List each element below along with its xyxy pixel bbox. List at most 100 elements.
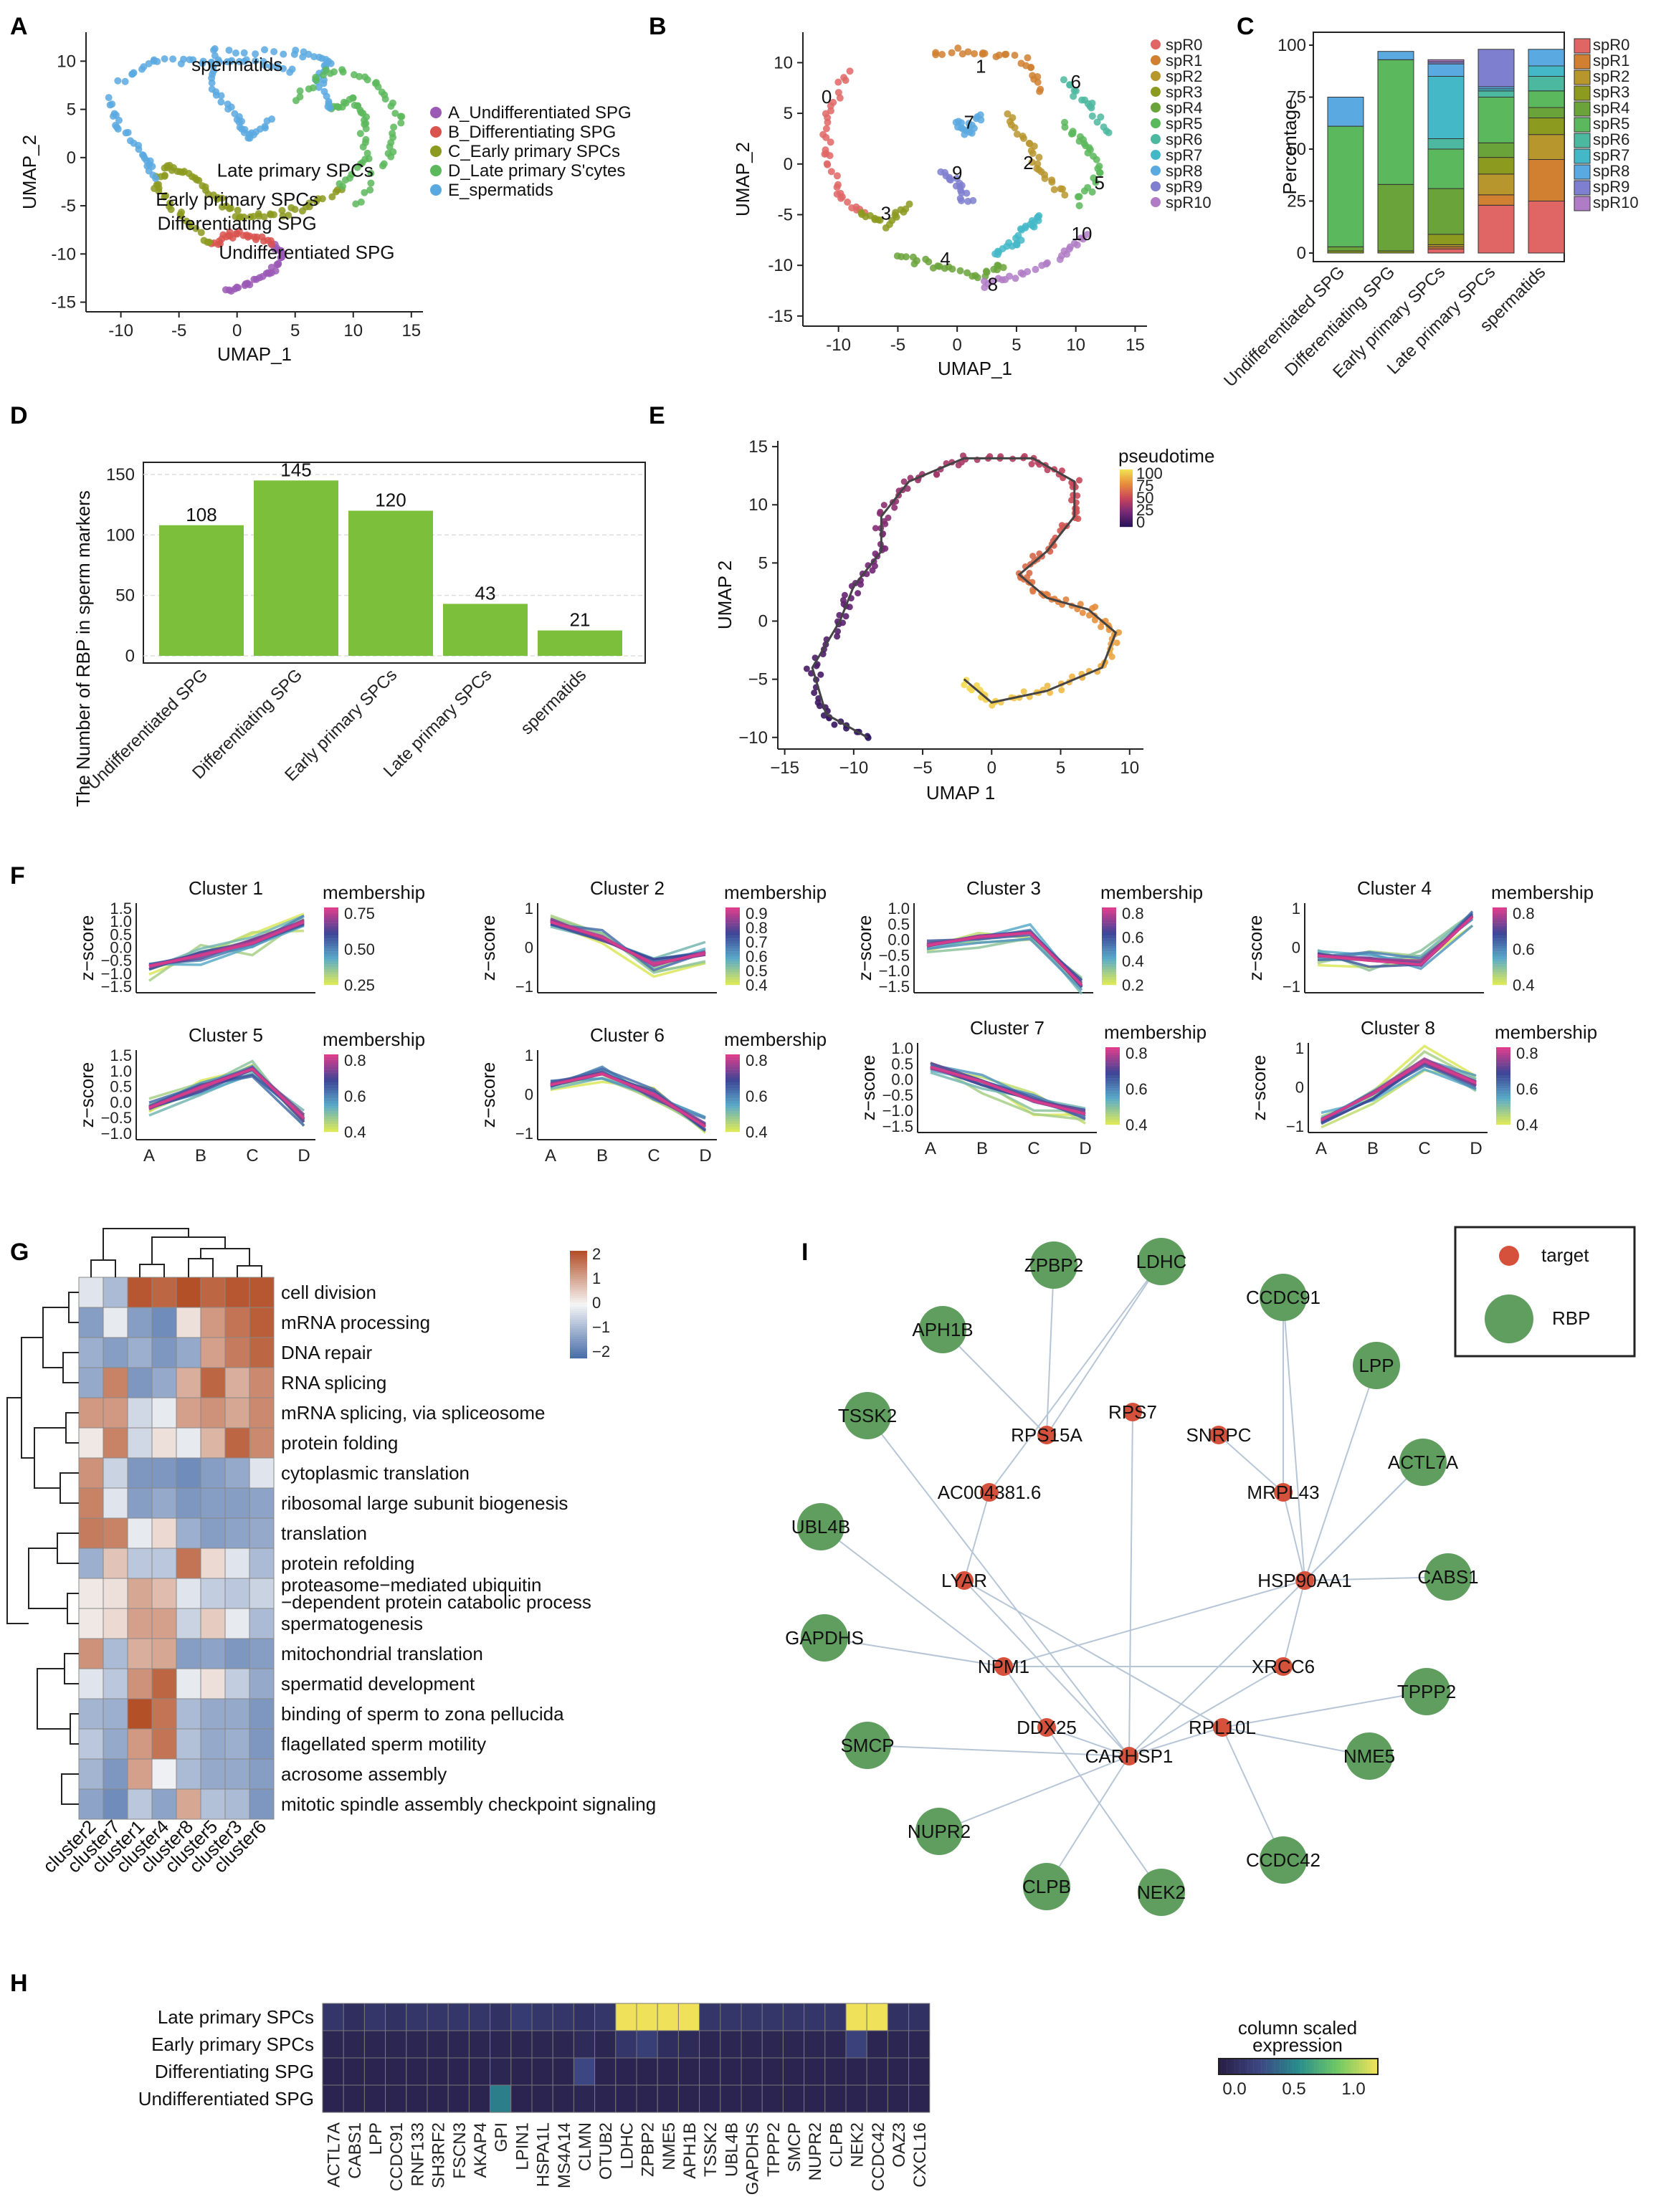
e-colorbar-step [1120, 518, 1133, 520]
f-colorbar-step [1496, 1057, 1510, 1061]
e-colorbar-step [1120, 484, 1133, 486]
h-heat-cell [845, 2003, 867, 2031]
a-legend-label: E_spermatids [448, 181, 553, 200]
e-cell-point [961, 682, 968, 689]
a-cell-point [365, 155, 373, 163]
b-cell-point [1067, 130, 1075, 138]
f-colorbar-step [1102, 964, 1116, 967]
h-colorbar-step [1232, 2059, 1235, 2074]
e-cell-point [973, 682, 980, 689]
e-cell-point [1091, 616, 1098, 624]
f-colorbar-step [1493, 946, 1507, 949]
b-cell-point [1048, 178, 1056, 186]
h-colorbar-step [1280, 2059, 1283, 2074]
f-colorbar-tick: 0.4 [1516, 1116, 1538, 1134]
g-colorbar-step [570, 1300, 587, 1303]
f-colorbar-step [725, 1090, 740, 1094]
b-cell-point [1088, 188, 1096, 196]
g-heat-cell [200, 1427, 226, 1459]
g-row-dendrogram [64, 1653, 79, 1684]
e-y-tick-label: −10 [738, 728, 768, 748]
h-heat-cell [887, 2084, 910, 2113]
h-heat-cell [406, 2030, 428, 2059]
b-cell-point [1014, 232, 1022, 239]
f-y-tick-label: 1.0 [110, 1062, 132, 1080]
f-colorbar-step [324, 1116, 338, 1120]
panel-letter-i: I [801, 1239, 808, 1266]
e-x-tick-label: 5 [1056, 758, 1065, 778]
f-colorbar-step [324, 1077, 338, 1081]
a-cell-point [252, 57, 260, 65]
i-rbp-label: CLPB [1022, 1876, 1071, 1897]
h-colorbar-step [1343, 2059, 1346, 2074]
h-heat-cell [741, 2003, 763, 2031]
e-x-tick-label: 10 [1120, 758, 1139, 778]
g-heat-cell [249, 1517, 275, 1549]
g-row-label: proteasome−mediated ubiquitin [281, 1574, 542, 1596]
c-bar-segment [1427, 188, 1465, 235]
i-network-edge [1283, 1580, 1305, 1667]
f-x-tick-label: D [699, 1146, 711, 1165]
a-cell-point [275, 259, 282, 267]
a-cell-point [246, 281, 254, 289]
a-x-tick-label: 0 [232, 321, 242, 340]
a-cell-point [390, 123, 398, 131]
g-heat-cell [127, 1427, 153, 1459]
h-colorbar-step [1311, 2059, 1315, 2074]
g-heat-cell [200, 1457, 226, 1489]
a-cell-point [362, 135, 370, 143]
i-network-edge [1003, 1580, 1305, 1667]
f-colorbar-title: membership [1495, 1021, 1597, 1043]
h-legend-title-line2: expression [1252, 2034, 1343, 2056]
b-x-axis-title: UMAP_1 [938, 358, 1012, 379]
h-heat-cell [385, 2057, 407, 2086]
g-colorbar-step [570, 1294, 587, 1297]
g-heat-cell [200, 1608, 226, 1639]
h-column-label: HSPA1L [534, 2122, 553, 2187]
f-colorbar-step [725, 1080, 740, 1083]
h-heat-cell [741, 2030, 763, 2059]
e-cell-point [817, 671, 824, 678]
i-target-node [1213, 1718, 1232, 1737]
a-cell-point [199, 57, 207, 65]
h-heat-cell [531, 2003, 553, 2031]
h-colorbar-step [1303, 2059, 1307, 2074]
f-cluster-subplot-2: Cluster 210−1z−scoremembership0.90.80.70… [477, 877, 827, 996]
f-colorbar-step [1102, 917, 1116, 921]
g-heat-cell [127, 1698, 153, 1730]
e-y-tick-label: 5 [758, 553, 768, 573]
g-heat-cell [224, 1698, 250, 1730]
e-cell-point [842, 613, 850, 620]
e-cell-point [1076, 477, 1083, 484]
b-legend-swatch [1151, 103, 1161, 113]
g-row-dendrogram [70, 1713, 79, 1745]
e-cell-point [904, 485, 911, 492]
e-x-tick-label: −15 [770, 758, 799, 778]
b-legend-swatch [1151, 39, 1161, 49]
b-legend-swatch [1151, 71, 1161, 81]
f-x-tick-label: C [1418, 1139, 1430, 1158]
e-cell-point [839, 619, 847, 626]
e-colorbar-step [1120, 494, 1133, 496]
c-bar-segment [1477, 204, 1515, 254]
g-row-dendrogram [62, 1352, 79, 1383]
g-heat-cell [127, 1668, 153, 1699]
b-cell-point [948, 265, 956, 273]
a-legend-label: C_Early primary SPCs [448, 142, 620, 161]
h-heat-cell [490, 2084, 512, 2113]
a-cell-point [356, 72, 363, 80]
e-cell-point [1029, 553, 1037, 560]
h-heat-cell [510, 2003, 533, 2031]
i-target-node [980, 1483, 999, 1502]
f-cluster-title: Cluster 5 [189, 1024, 263, 1046]
g-heat-cell [176, 1758, 201, 1790]
f-colorbar-step [725, 1103, 740, 1107]
f-colorbar-step [725, 1100, 740, 1104]
h-colorbar-step [1295, 2059, 1299, 2074]
f-colorbar-step [324, 1095, 338, 1099]
g-heat-cell [249, 1638, 275, 1669]
h-colorbar-step [1348, 2059, 1352, 2074]
h-column-label: NEK2 [848, 2122, 867, 2168]
